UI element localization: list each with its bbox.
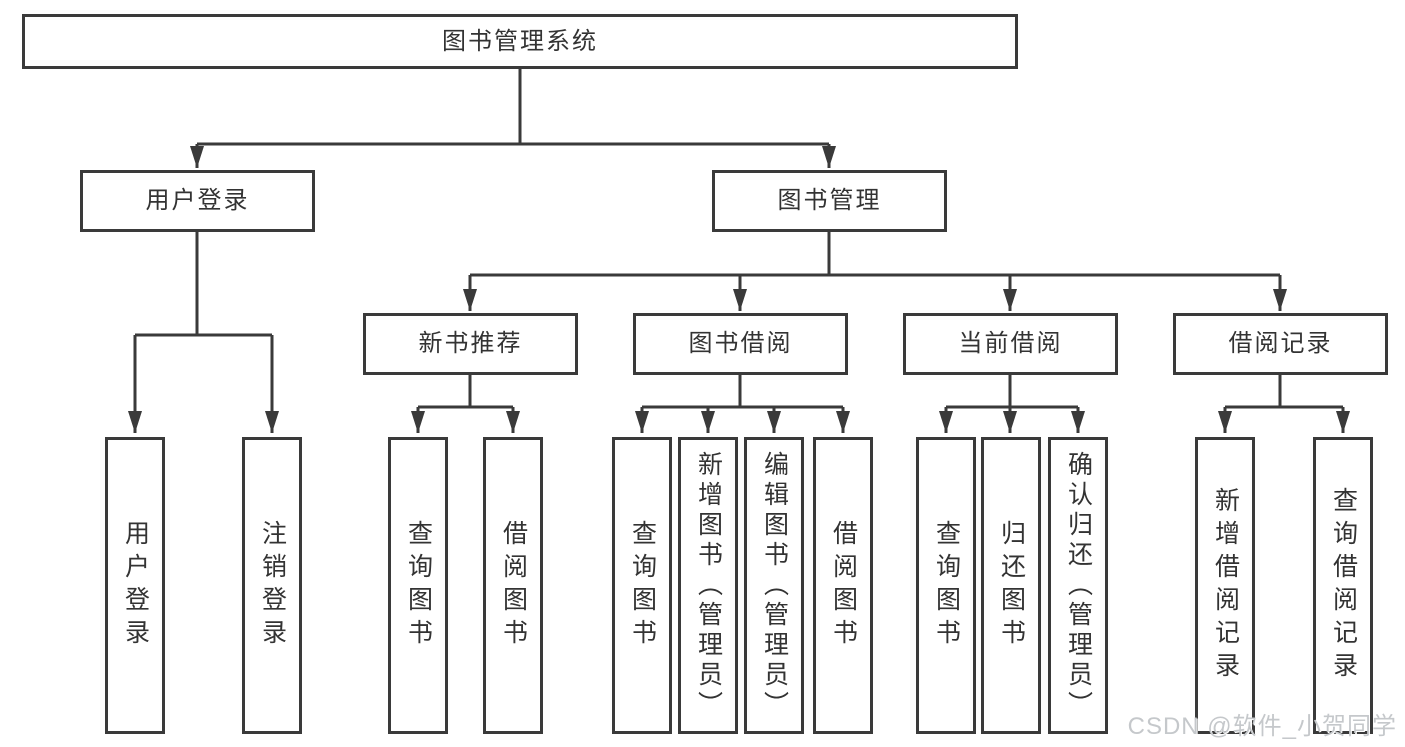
leaf-logout: 注销登录 <box>242 437 302 734</box>
leaf-query-borrow-record-label: 查询借阅记录 <box>1329 486 1358 685</box>
leaf-query-books-current: 查询图书 <box>916 437 976 734</box>
leaf-add-borrow-record: 新增借阅记录 <box>1195 437 1255 734</box>
leaf-add-borrow-record-label: 新增借阅记录 <box>1211 486 1240 685</box>
watermark: CSDN @软件_小贺同学 <box>1127 713 1397 740</box>
node-book-management: 图书管理 <box>712 170 947 232</box>
leaf-query-books-current-label: 查询图书 <box>932 519 961 652</box>
node-user-login: 用户登录 <box>80 170 315 232</box>
leaf-edit-book-admin-label: 编辑图书（管理员） <box>760 450 789 721</box>
leaf-return-book-label: 归还图书 <box>997 519 1026 652</box>
node-root: 图书管理系统 <box>22 14 1018 69</box>
node-new-book-recommend-label: 新书推荐 <box>418 330 523 357</box>
leaf-confirm-return-admin-label: 确认归还（管理员） <box>1064 450 1093 721</box>
node-borrow-records-label: 借阅记录 <box>1228 330 1333 357</box>
leaf-query-borrow-record: 查询借阅记录 <box>1313 437 1373 734</box>
leaf-confirm-return-admin: 确认归还（管理员） <box>1048 437 1108 734</box>
leaf-return-book: 归还图书 <box>981 437 1041 734</box>
leaf-user-login-label: 用户登录 <box>121 519 150 652</box>
node-current-borrow: 当前借阅 <box>903 313 1118 375</box>
node-book-borrow-label: 图书借阅 <box>688 330 793 357</box>
leaf-query-books-borrow: 查询图书 <box>612 437 672 734</box>
leaf-borrow-books-recommend: 借阅图书 <box>483 437 543 734</box>
node-book-management-label: 图书管理 <box>777 187 882 214</box>
leaf-query-books-recommend-label: 查询图书 <box>404 519 433 652</box>
leaf-user-login: 用户登录 <box>105 437 165 734</box>
node-borrow-records: 借阅记录 <box>1173 313 1388 375</box>
leaf-logout-label: 注销登录 <box>258 519 287 652</box>
leaf-add-book-admin-label: 新增图书（管理员） <box>694 450 723 721</box>
leaf-query-books-borrow-label: 查询图书 <box>628 519 657 652</box>
node-root-label: 图书管理系统 <box>442 27 598 55</box>
node-book-borrow: 图书借阅 <box>633 313 848 375</box>
leaf-borrow-books-label: 借阅图书 <box>829 519 858 652</box>
node-user-login-label: 用户登录 <box>145 187 250 214</box>
leaf-edit-book-admin: 编辑图书（管理员） <box>744 437 804 734</box>
leaf-query-books-recommend: 查询图书 <box>388 437 448 734</box>
leaf-borrow-books-recommend-label: 借阅图书 <box>499 519 528 652</box>
leaf-borrow-books: 借阅图书 <box>813 437 873 734</box>
node-new-book-recommend: 新书推荐 <box>363 313 578 375</box>
node-current-borrow-label: 当前借阅 <box>958 330 1063 357</box>
leaf-add-book-admin: 新增图书（管理员） <box>678 437 738 734</box>
